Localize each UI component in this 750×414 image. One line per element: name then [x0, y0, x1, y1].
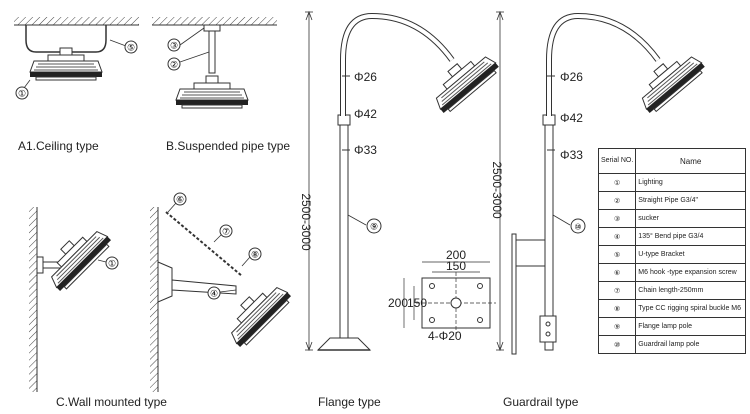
plate-dim-holes: 4-Φ20 — [428, 329, 462, 343]
callout-4: ④ — [210, 289, 218, 299]
callout-10: ⑩ — [574, 223, 581, 232]
row-no: ② — [597, 191, 637, 210]
guardrail-pole-height: 2500-3000 — [490, 161, 504, 219]
row-name: M6 hook -type expansion screw — [635, 263, 746, 282]
callout-8: ⑧ — [251, 250, 259, 260]
row-name: sucker — [635, 209, 746, 228]
row-no: ⑤ — [597, 245, 637, 264]
dimension-labels: Φ26 Φ42 Φ33 Φ26 Φ42 Φ33 2500-3000 2500-3… — [299, 70, 583, 343]
header-name: Name — [635, 148, 746, 174]
row-name: Lighting — [635, 173, 746, 192]
flange-type-drawing — [305, 10, 502, 352]
row-no: ⑥ — [597, 263, 637, 282]
ceiling-type-drawing — [14, 17, 139, 89]
plate-dim-200-side: 200 — [388, 296, 408, 310]
suspended-type-drawing — [152, 17, 277, 109]
callout-7: ⑦ — [222, 227, 230, 237]
caption-ceiling: A1.Ceiling type — [18, 139, 99, 153]
row-name: Flange lamp pole — [635, 317, 746, 336]
flange-dim-42: Φ42 — [354, 107, 377, 121]
row-no: ③ — [597, 209, 637, 228]
row-no: ⑨ — [597, 317, 637, 336]
row-name: Guardrail lamp pole — [635, 335, 746, 354]
plate-dim-150-side: 150 — [407, 296, 427, 310]
guardrail-type-drawing — [496, 10, 708, 355]
row-no: ⑧ — [597, 299, 637, 318]
row-name: Straight Pipe G3/4" — [635, 191, 746, 210]
callout-9: ⑨ — [370, 222, 378, 232]
guardrail-dim-42: Φ42 — [560, 111, 583, 125]
parts-table-header: Serial NO. Name — [597, 148, 746, 174]
header-serial-no: Serial NO. — [597, 148, 637, 174]
caption-wall: C.Wall mounted type — [56, 395, 167, 409]
flange-pole-height: 2500-3000 — [299, 193, 313, 251]
row-name: U-type Bracket — [635, 245, 746, 264]
caption-suspended: B.Suspended pipe type — [166, 139, 291, 153]
callout-6: ⑥ — [176, 195, 184, 205]
row-no: ⑦ — [597, 281, 637, 300]
flange-dim-33: Φ33 — [354, 143, 377, 157]
row-no: ⑩ — [597, 335, 637, 354]
guardrail-dim-33: Φ33 — [560, 148, 583, 162]
row-name: 135° Bend pipe G3/4 — [635, 227, 746, 246]
row-no: ④ — [597, 227, 637, 246]
callouts: ⑤ ① ③ ② ① ⑥ ⑦ ⑧ ④ ⑨ ⑩ — [15, 38, 586, 300]
row-no: ① — [597, 173, 637, 192]
callout-2: ② — [170, 60, 178, 70]
wall-type-drawing — [29, 207, 114, 392]
callout-5: ⑤ — [127, 43, 135, 53]
guardrail-dim-26: Φ26 — [560, 70, 583, 84]
plate-dim-200-top: 200 — [446, 248, 466, 262]
row-name: Chain length-250mm — [635, 281, 746, 300]
callout-1: ① — [18, 89, 26, 99]
plate-dim-150-top: 150 — [446, 259, 466, 273]
callout-1b: ① — [108, 259, 116, 269]
flange-dim-26: Φ26 — [354, 70, 377, 84]
caption-flange: Flange type — [318, 395, 381, 409]
caption-guardrail: Guardrail type — [503, 395, 579, 409]
flange-plate-drawing — [403, 261, 496, 334]
callout-3: ③ — [170, 41, 178, 51]
row-name: Type CC rigging spiral buckle M6 — [635, 299, 746, 318]
